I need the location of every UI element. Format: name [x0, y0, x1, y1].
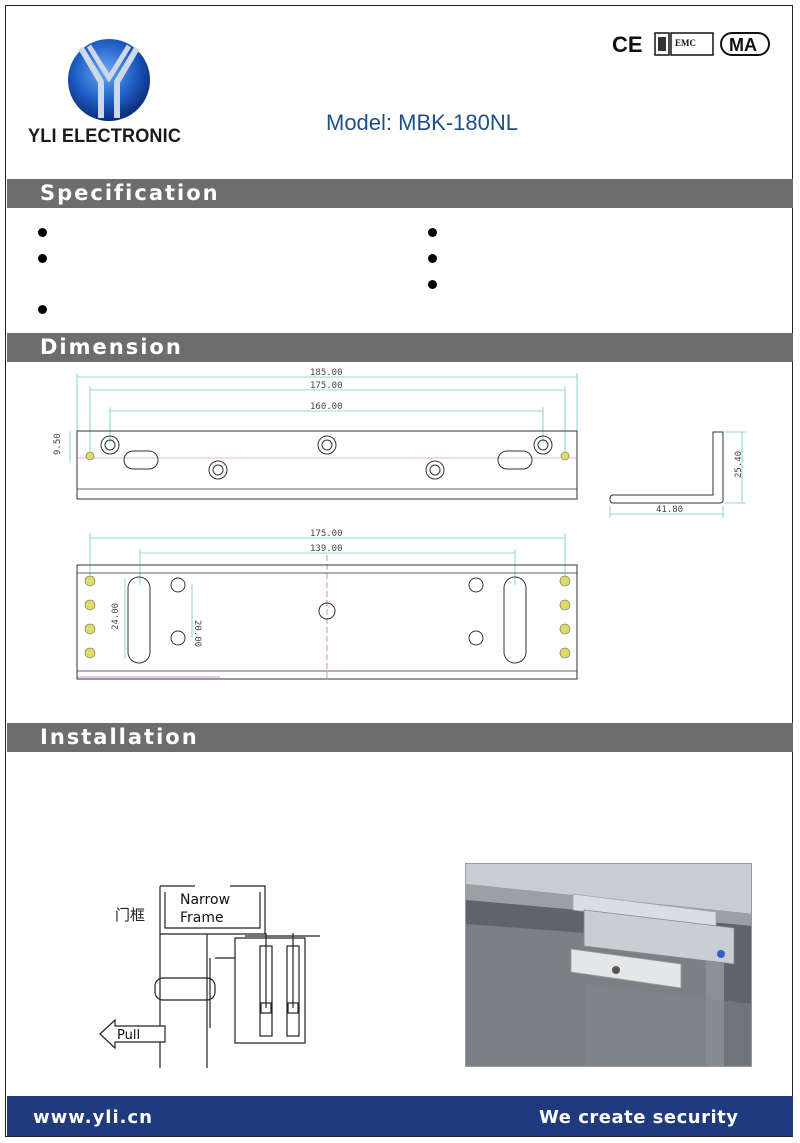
ce-mark-icon: CE: [612, 32, 643, 57]
dim-175: 175.00: [310, 381, 343, 391]
dim-185: 185.00: [310, 368, 343, 378]
section-dimension: Dimension: [7, 333, 793, 362]
pull-arrow-icon: [99, 1018, 166, 1050]
spec-bullet: [38, 305, 47, 314]
pull-label: Pull: [117, 1028, 140, 1043]
dim-25-4: 25.40: [734, 451, 744, 478]
dim-139: 139.00: [310, 544, 343, 554]
brand-name: YLI ELECTRONIC: [28, 126, 182, 147]
dimension-drawing-side: 25.40 41.80: [609, 431, 746, 518]
section-installation: Installation: [7, 723, 793, 752]
dim-41-8: 41.80: [656, 505, 683, 515]
page-frame: [5, 5, 793, 1137]
installation-photo: [465, 863, 752, 1067]
footer-slogan: We create security: [539, 1107, 739, 1128]
certification-marks: CE EMC MA: [612, 32, 770, 57]
installation-diagram: 门框 Narrow Frame Pull: [99, 885, 320, 1068]
ma-mark-icon: MA: [729, 35, 757, 55]
frame-label: Frame: [180, 910, 224, 926]
dimension-drawing-top: 185.00 175.00 160.00 9.50: [53, 368, 578, 500]
dim-175-bottom: 175.00: [310, 529, 343, 539]
spec-bullet: [428, 280, 437, 289]
spec-bullet: [428, 228, 437, 237]
dim-160: 160.00: [310, 402, 343, 412]
spec-bullet: [428, 254, 437, 263]
dimension-drawing-bottom: 175.00 139.00 24.00 20.00: [76, 529, 578, 680]
yli-logo-icon: [68, 39, 150, 121]
emc-mark-icon: EMC: [675, 38, 696, 48]
footer-bar: www.yli.cn We create security: [7, 1096, 793, 1136]
footer-url[interactable]: www.yli.cn: [33, 1107, 153, 1128]
narrow-label: Narrow: [180, 892, 230, 908]
door-frame-cn-label: 门框: [115, 906, 145, 924]
spec-bullet: [38, 254, 47, 263]
dim-9-5: 9.50: [53, 433, 63, 455]
rohs-mark-icon: [654, 32, 670, 56]
dim-20: 20.00: [192, 620, 202, 647]
section-specification: Specification: [7, 179, 793, 208]
dim-24: 24.00: [111, 603, 121, 630]
model-title: Model: MBK-180NL: [326, 110, 518, 135]
spec-bullet: [38, 228, 47, 237]
